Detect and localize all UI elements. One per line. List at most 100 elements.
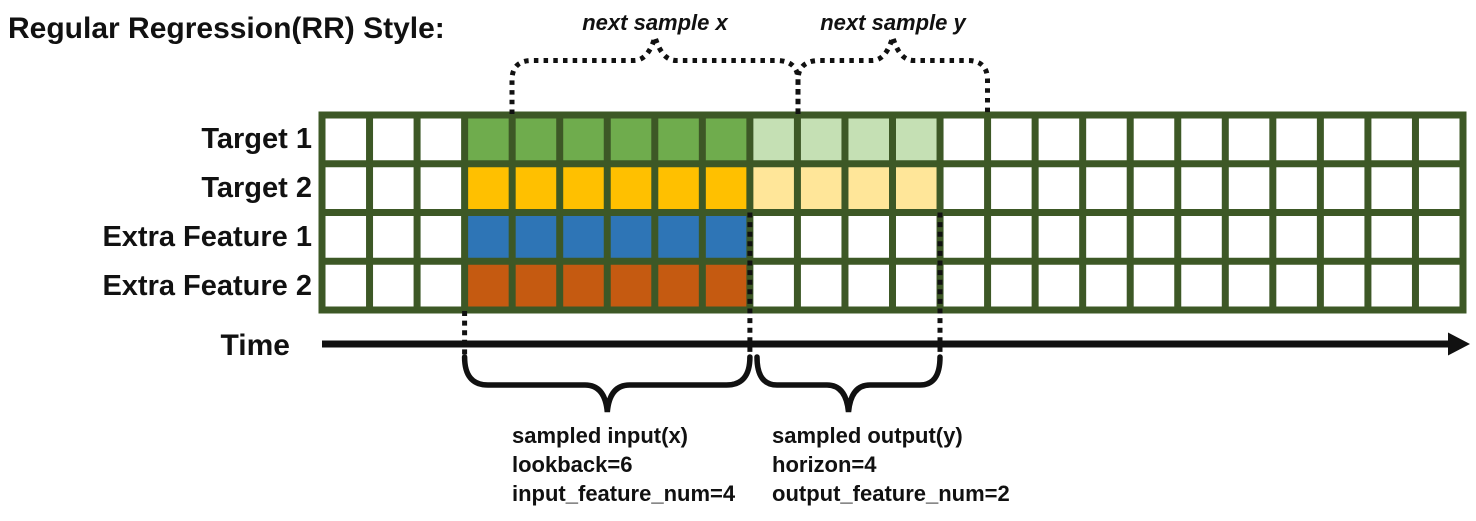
grid-cell — [373, 216, 414, 258]
sampled-input-brace — [461, 354, 753, 413]
grid-cell — [896, 264, 937, 307]
lookback-value: lookback=6 — [512, 452, 632, 477]
grid-cell — [705, 264, 747, 307]
grid-cell — [658, 167, 699, 209]
grid-cell — [1323, 118, 1365, 161]
grid-cell — [610, 216, 652, 258]
grid-cell — [1323, 264, 1365, 307]
grid-cell — [753, 264, 794, 307]
horizon-value: horizon=4 — [772, 452, 877, 477]
sampled-input-title: sampled input(x) — [512, 423, 688, 448]
grid-cell — [705, 118, 747, 161]
grid-cell — [1418, 216, 1460, 258]
grid-cell — [753, 118, 794, 161]
grid-cell — [1181, 167, 1222, 209]
sampled-output-brace — [754, 354, 943, 413]
grid-cell — [1228, 264, 1270, 307]
grid-cell — [563, 264, 604, 307]
grid-cell — [1133, 264, 1175, 307]
grid-cell — [896, 216, 937, 258]
grid-cell — [991, 216, 1032, 258]
row-label-target-1: Target 1 — [201, 123, 312, 155]
grid-background — [318, 111, 1467, 314]
grid-cell — [1371, 216, 1412, 258]
grid-cell — [563, 118, 604, 161]
row-label-extra-feature-1: Extra Feature 1 — [102, 221, 312, 253]
grid-cell — [658, 118, 699, 161]
grid-cell — [896, 167, 937, 209]
grid-cell — [848, 264, 889, 307]
row-label-target-2: Target 2 — [201, 172, 312, 204]
grid-cell — [1133, 167, 1175, 209]
grid-cell — [800, 167, 842, 209]
grid-cell — [325, 216, 367, 258]
grid-cell — [420, 167, 462, 209]
grid-cell — [1276, 216, 1317, 258]
grid-cell — [420, 264, 462, 307]
sampled-output-title: sampled output(y) — [772, 423, 963, 448]
output-feature-num-value: output_feature_num=2 — [772, 481, 1010, 506]
grid-cell — [943, 216, 985, 258]
grid-cell — [1418, 264, 1460, 307]
time-axis-arrowhead-icon — [1448, 332, 1470, 356]
grid-cell — [468, 167, 509, 209]
next-sample-x-brace — [509, 28, 801, 114]
grid-cell — [373, 264, 414, 307]
grid-cell — [1038, 264, 1080, 307]
next-sample-y-label: next sample y — [820, 10, 967, 35]
grid-cell — [800, 264, 842, 307]
row-label-extra-feature-2: Extra Feature 2 — [102, 270, 312, 302]
grid-cell — [1133, 118, 1175, 161]
grid-cell — [515, 118, 557, 161]
grid-cell — [943, 167, 985, 209]
grid-cell — [373, 167, 414, 209]
grid-cells — [325, 118, 1460, 307]
grid-cell — [610, 264, 652, 307]
grid-cell — [943, 118, 985, 161]
row-labels: Target 1 Target 2 Extra Feature 1 Extra … — [102, 123, 312, 302]
grid-cell — [468, 216, 509, 258]
next-sample-y-brace — [795, 27, 990, 114]
grid-cell — [1418, 118, 1460, 161]
grid-cell — [658, 264, 699, 307]
grid-cell — [1133, 216, 1175, 258]
next-sample-x-label: next sample x — [582, 10, 728, 35]
grid-cell — [1371, 264, 1412, 307]
grid-cell — [1418, 167, 1460, 209]
grid-cell — [1181, 216, 1222, 258]
grid-cell — [1323, 216, 1365, 258]
grid-cell — [563, 216, 604, 258]
time-axis-label: Time — [221, 329, 290, 362]
grid-cell — [1181, 118, 1222, 161]
grid-cell — [896, 118, 937, 161]
grid-cell — [1038, 216, 1080, 258]
grid-cell — [705, 216, 747, 258]
grid-cell — [991, 167, 1032, 209]
grid-cell — [848, 167, 889, 209]
grid-cell — [1086, 216, 1127, 258]
grid-cell — [515, 167, 557, 209]
grid-cell — [563, 167, 604, 209]
page-title: Regular Regression(RR) Style: — [8, 12, 445, 45]
grid-cell — [610, 118, 652, 161]
grid-cell — [991, 118, 1032, 161]
grid-cell — [943, 264, 985, 307]
grid-cell — [705, 167, 747, 209]
grid-cell — [753, 216, 794, 258]
grid-cell — [1371, 118, 1412, 161]
grid-cell — [848, 118, 889, 161]
grid-cell — [373, 118, 414, 161]
grid-cell — [1276, 118, 1317, 161]
grid-cell — [325, 167, 367, 209]
grid-cell — [1228, 167, 1270, 209]
grid-cell — [848, 216, 889, 258]
grid-cell — [468, 118, 509, 161]
grid-cell — [1038, 118, 1080, 161]
grid-cell — [800, 118, 842, 161]
grid-cell — [1086, 118, 1127, 161]
grid-cell — [1086, 167, 1127, 209]
grid-cell — [1038, 167, 1080, 209]
grid-cell — [325, 264, 367, 307]
grid-cell — [1371, 167, 1412, 209]
